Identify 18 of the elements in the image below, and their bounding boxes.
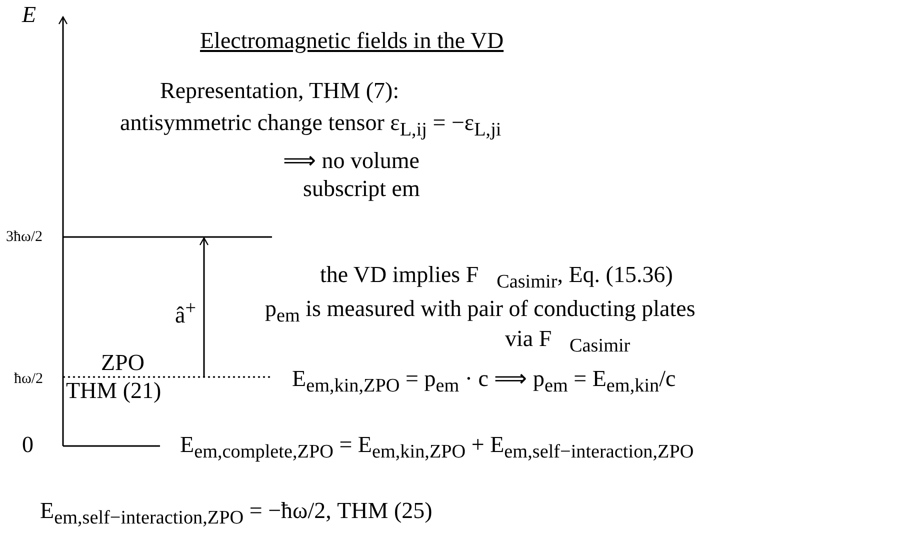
level-label: ZPO — [101, 350, 144, 376]
equation: antisymmetric change tensor ε$_{L,ij}$ = −ε$_{L,ji}$ — [120, 110, 502, 143]
tick-label: 0 — [22, 432, 34, 458]
description-text: p$_{em}$ is measured with pair of conducting plates — [265, 296, 696, 329]
arrow-label: â$^{+}$ — [175, 297, 196, 329]
diagram-title: Electromagnetic fields in the VD — [200, 28, 504, 54]
description-text: subscript em — [303, 176, 420, 202]
description-text: ⟹ no volume — [283, 148, 420, 174]
tick-label: ħω/2 — [14, 370, 44, 389]
description-text: via F⃗$_{Casimir}$ — [505, 326, 630, 359]
axis-label: E — [22, 2, 36, 28]
tick-label: 3ħω/2 — [6, 228, 43, 247]
description-text: the VD implies F⃗$_{Casimir}$, Eq. (15.36) — [320, 262, 673, 295]
equation: E$_{em,complete,ZPO}$ = E$_{em,kin,ZPO}$ + E$_{em,self−interaction,ZPO}$ — [180, 432, 694, 465]
equation: E$_{em,kin,ZPO}$ = p$_{em}$ · c ⟹ p$_{em}$ = E$_{em,kin}$/c — [292, 366, 676, 399]
description-text: Representation, THM (7): — [160, 78, 400, 104]
equation: E$_{em,self−interaction,ZPO}$ = −ħω/2, THM (25) — [40, 498, 432, 531]
level-label: THM (21) — [66, 378, 162, 404]
